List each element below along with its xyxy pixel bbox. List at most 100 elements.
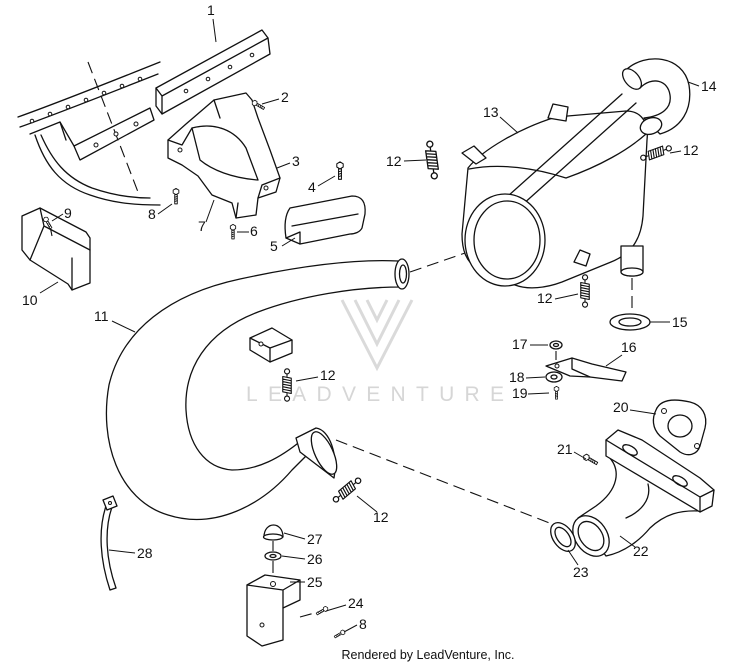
part-25-mount-bracket [246, 574, 301, 647]
callout-1: 1 [207, 2, 215, 18]
leader-16 [605, 354, 623, 367]
leader-14 [687, 81, 700, 87]
leader-7 [205, 199, 215, 223]
mount-plate-hole [133, 121, 139, 127]
watermark-text: LEADVENTURE [246, 383, 504, 406]
callout-3: 3 [292, 153, 300, 169]
leader-12-pipe [295, 376, 319, 382]
part-14-elbow-pipe [621, 58, 691, 136]
leader-12-muffler-bottom [554, 293, 579, 300]
leader-22 [619, 535, 636, 548]
part-5-heat-shield [284, 195, 366, 245]
callout-12-muffler-bottom: 12 [537, 290, 553, 306]
part-23-seal-ring [550, 522, 576, 552]
strip-hole [227, 64, 233, 70]
saddle-bracket-body [167, 92, 281, 219]
muffler-inlet-tube-upper [497, 93, 623, 206]
leader-26 [281, 555, 306, 560]
elbow-lower-opening [639, 116, 663, 136]
callout-25: 25 [307, 574, 323, 590]
part-20-gasket [652, 399, 707, 456]
callout-21: 21 [557, 441, 573, 457]
part-10-guard-plate [21, 207, 91, 291]
part-27-rubber-bumper [262, 524, 284, 541]
callout-12-muffler-left: 12 [386, 153, 402, 169]
part-15-sealing-ring [609, 313, 651, 331]
sealing-ring-outer [609, 313, 651, 331]
mount-bracket-hole [259, 622, 265, 628]
frame-hole [47, 111, 53, 117]
part-4-bolt [336, 161, 344, 180]
part-16-support-bracket [545, 357, 627, 382]
frame-hole [83, 97, 89, 103]
heat-shield-fold [285, 213, 359, 245]
leader-3 [276, 162, 291, 169]
muffler-inlet-tube-lower [511, 102, 637, 215]
pipe-body [105, 260, 401, 521]
muffler-left-tab [461, 145, 487, 165]
mount-plate-hole [93, 142, 99, 148]
pipe-to-manifold-line [335, 439, 553, 525]
leader-21 [573, 451, 587, 460]
part-13-muffler [461, 93, 648, 289]
strip-hole [205, 76, 211, 82]
part-8-bolt-lower [333, 628, 347, 640]
nut-body [549, 340, 563, 350]
frame-chassis [17, 61, 161, 206]
leader-13 [499, 116, 519, 134]
muffler-end-cap-rim [473, 200, 541, 280]
leader-18 [525, 376, 546, 379]
leader-23 [567, 549, 579, 566]
part-21-bolt [581, 452, 600, 467]
frame-gusset-edge [59, 121, 67, 141]
support-bracket-fold [571, 357, 591, 378]
part-19-bolt [553, 386, 560, 400]
leader-9 [51, 213, 64, 222]
nut-hole [552, 342, 560, 348]
callout-7: 7 [198, 218, 206, 234]
guard-plate-fold [29, 207, 91, 291]
part-17-nut [549, 340, 563, 350]
callout-9: 9 [64, 205, 72, 221]
leader-4 [317, 175, 336, 187]
washer-body [545, 371, 563, 383]
pipe-mount-hole [258, 341, 264, 347]
washer-hole [550, 374, 558, 380]
pipe-mount-bracket [249, 327, 293, 363]
part-28-strap [100, 495, 118, 591]
leader-8-lower [343, 624, 358, 633]
muffler-bottom-tab [573, 249, 591, 267]
muffler-top-tab [547, 103, 569, 122]
part-12-spring-manifold [330, 474, 364, 506]
saddle-hole [263, 185, 269, 191]
callout-12-pipe: 12 [320, 367, 336, 383]
leader-10 [39, 281, 59, 294]
bolt-to-bracket-line [299, 611, 319, 618]
seal-ring-outer [550, 522, 576, 552]
callout-23: 23 [573, 564, 589, 580]
muffler-top-edge [468, 133, 647, 179]
manifold-outlet [572, 515, 610, 557]
callout-12-manifold: 12 [373, 509, 389, 525]
callout-4: 4 [308, 179, 316, 195]
support-bracket-body [545, 357, 627, 382]
callout-28: 28 [137, 545, 153, 561]
part-18-washer [545, 371, 563, 383]
sealing-ring-inner [618, 317, 642, 327]
frame-centerline [87, 61, 139, 193]
frame-cable-inner [40, 134, 151, 199]
part-26-washer [264, 551, 282, 561]
saddle-cradle [191, 125, 259, 181]
callout-20: 20 [613, 399, 629, 415]
muffler-outlet-opening [620, 267, 644, 277]
leader-8-upper [157, 203, 173, 215]
part-12-spring-pipe [282, 368, 292, 402]
manifold-divider [625, 483, 650, 519]
callout-17: 17 [512, 336, 528, 352]
elbow-body [625, 58, 691, 135]
callout-15: 15 [672, 314, 688, 330]
callout-22: 22 [633, 543, 649, 559]
manifold-outlet-bore [577, 520, 605, 552]
strap-band [100, 505, 117, 591]
